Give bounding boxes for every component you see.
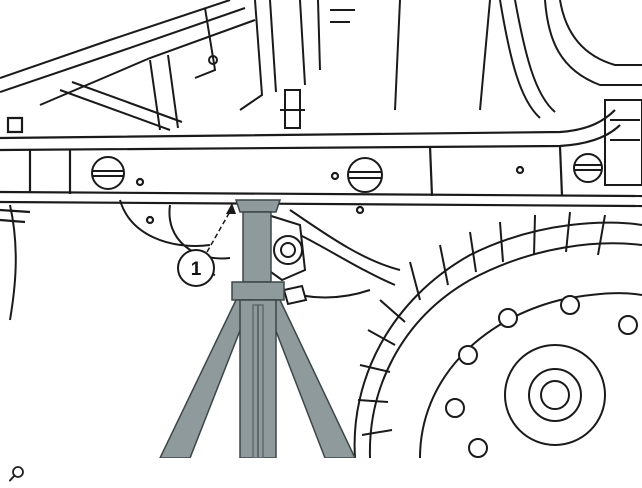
- upper-right-structure: [394, 0, 642, 186]
- callout-number: 1: [191, 259, 202, 280]
- magnifier-icon: [9, 466, 24, 482]
- upper-body-panel: [0, 0, 355, 131]
- technical-illustration: 1: [0, 0, 642, 458]
- frame-rail: [0, 109, 642, 225]
- access-plug-right: [573, 153, 603, 183]
- wheel-studs: [445, 295, 638, 458]
- callout-marker: 1: [177, 249, 215, 287]
- access-plug-center: [347, 157, 383, 193]
- wheel-hub: [353, 211, 642, 458]
- access-plug-left: [91, 156, 125, 190]
- zoom-button[interactable]: [6, 463, 28, 485]
- callout-arrowhead: [226, 203, 236, 214]
- callout-leader: [206, 207, 233, 253]
- jack-stand: [159, 199, 356, 458]
